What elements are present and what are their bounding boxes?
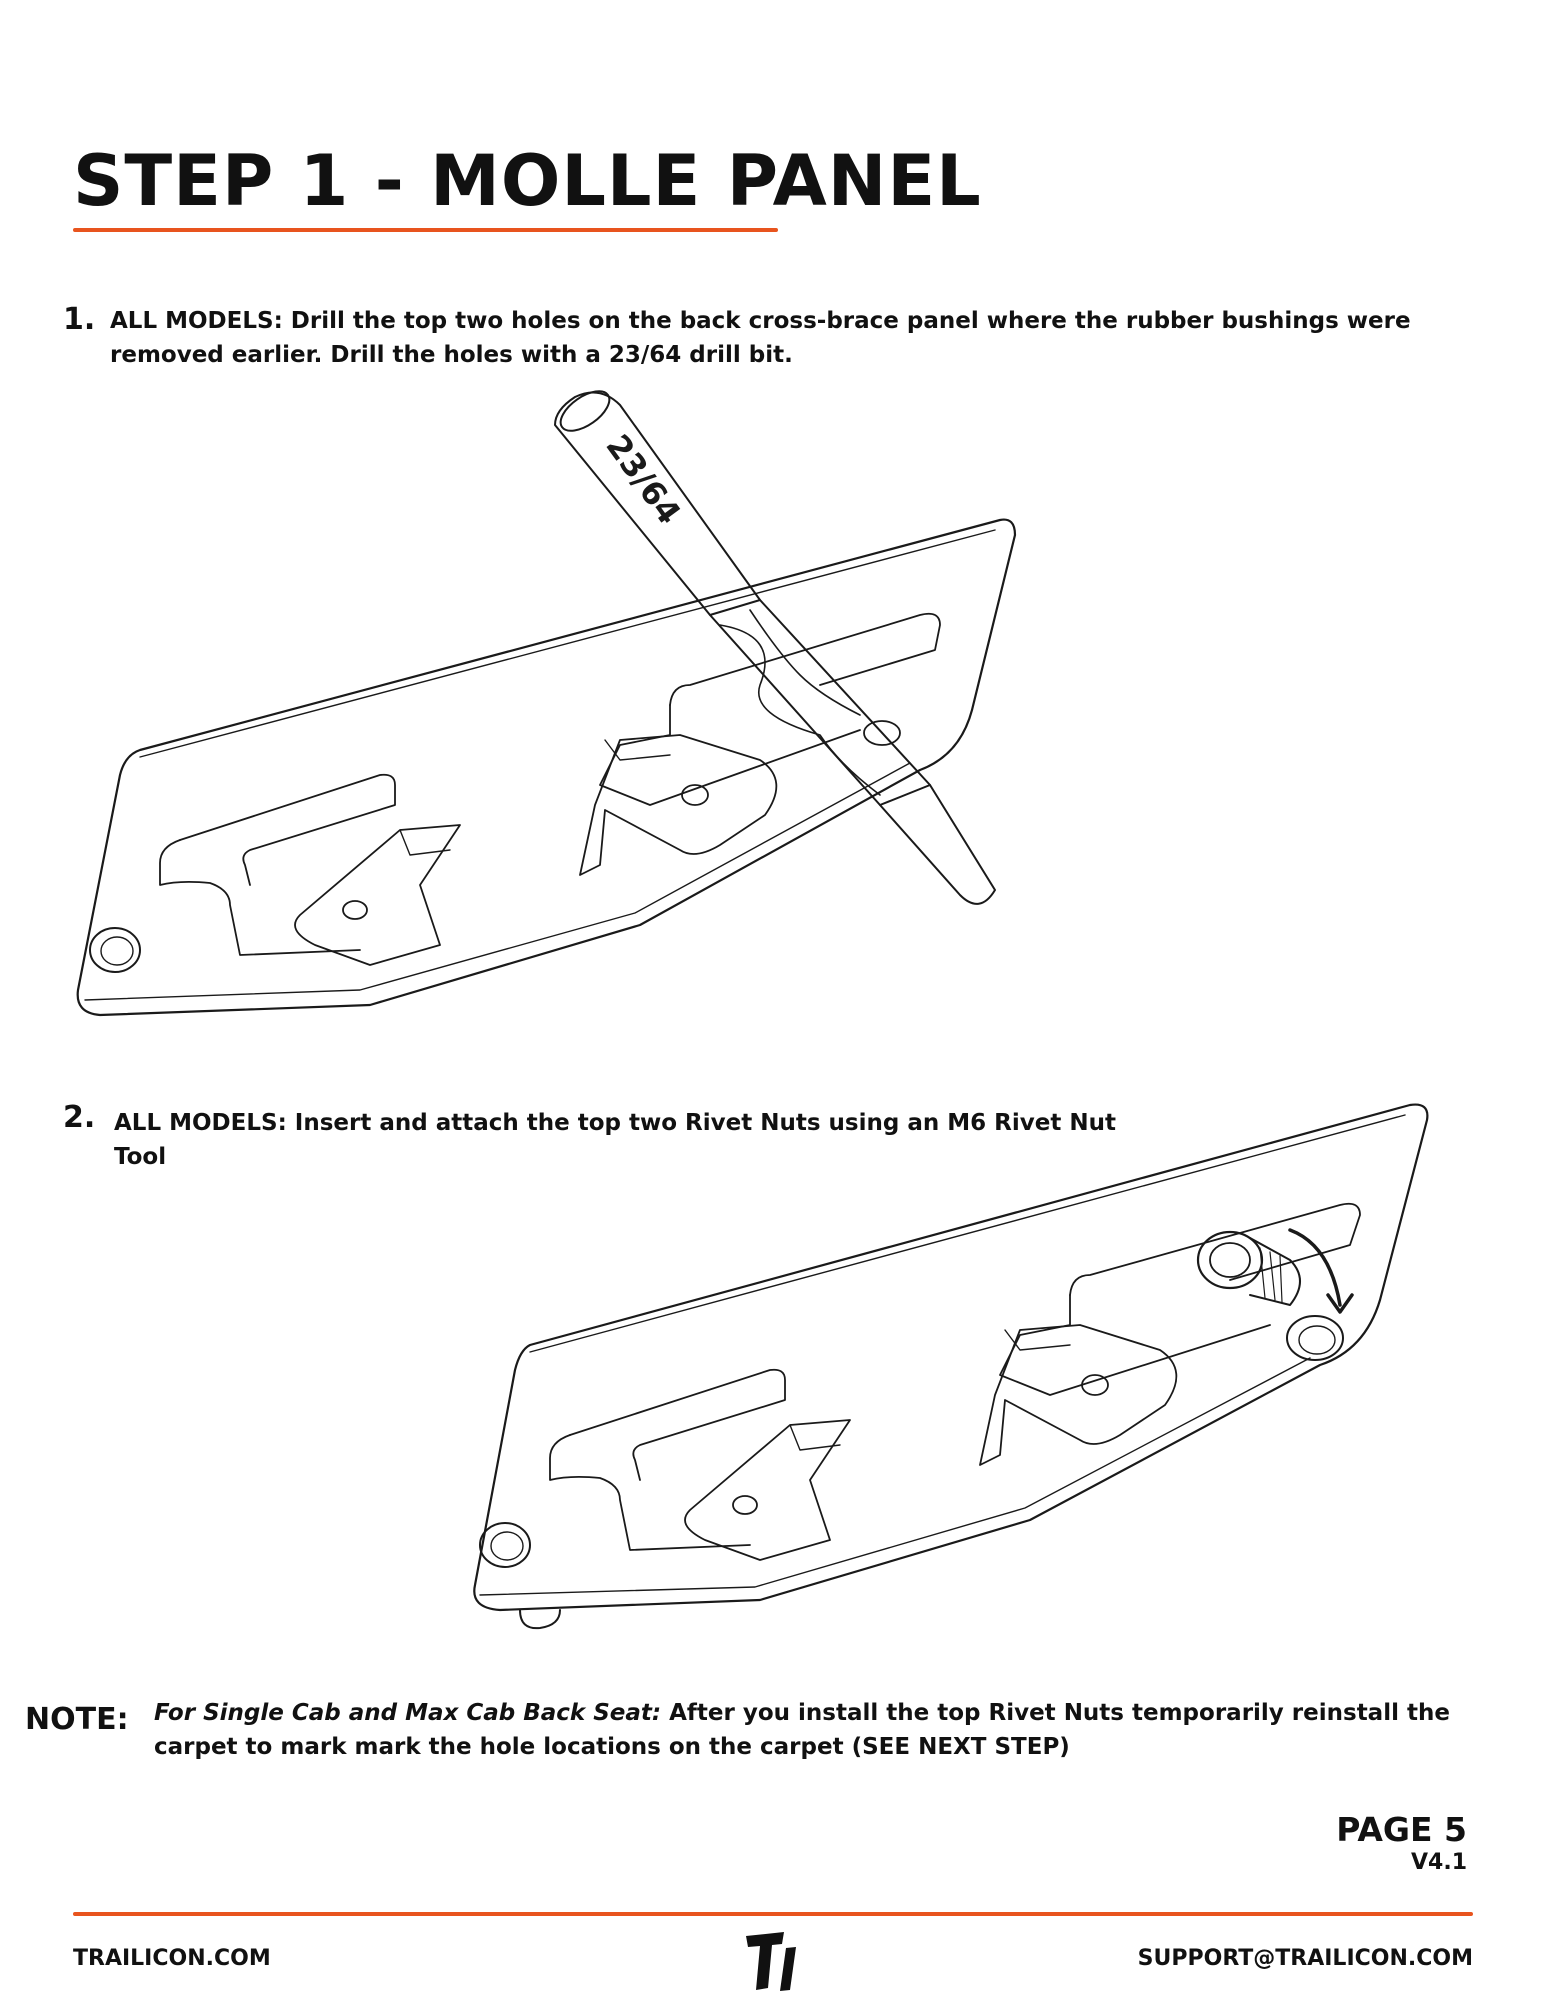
step-2-number: 2. [63,1100,96,1135]
step-1-text: ALL MODELS: Drill the top two holes on t… [110,308,1411,368]
note-label: NOTE: [25,1702,129,1737]
figure-2-panel-rivet-nut [470,1100,1440,1660]
note-body: After you install the top Rivet Nuts tem… [154,1700,1450,1760]
page-number: PAGE 5 [1336,1810,1467,1849]
step-2-text: ALL MODELS: Insert and attach the top tw… [114,1110,1116,1170]
figure-1-panel-drilling: 23/64 [60,385,1030,1025]
document-version: V4.1 [1411,1850,1467,1875]
title-underline [73,228,778,232]
footer-divider [73,1912,1473,1916]
note-text: For Single Cab and Max Cab Back Seat: Af… [154,1696,1454,1764]
footer-website: TRAILICON.COM [73,1946,271,1971]
footer-email: SUPPORT@TRAILICON.COM [1137,1946,1473,1971]
page-title: STEP 1 - MOLLE PANEL [73,140,982,222]
step-1-number: 1. [63,302,96,337]
drill-bit-label: 23/64 [599,427,689,531]
trailicon-ti-logo-icon [746,1932,796,1991]
note-emphasis: For Single Cab and Max Cab Back Seat: [154,1700,662,1726]
